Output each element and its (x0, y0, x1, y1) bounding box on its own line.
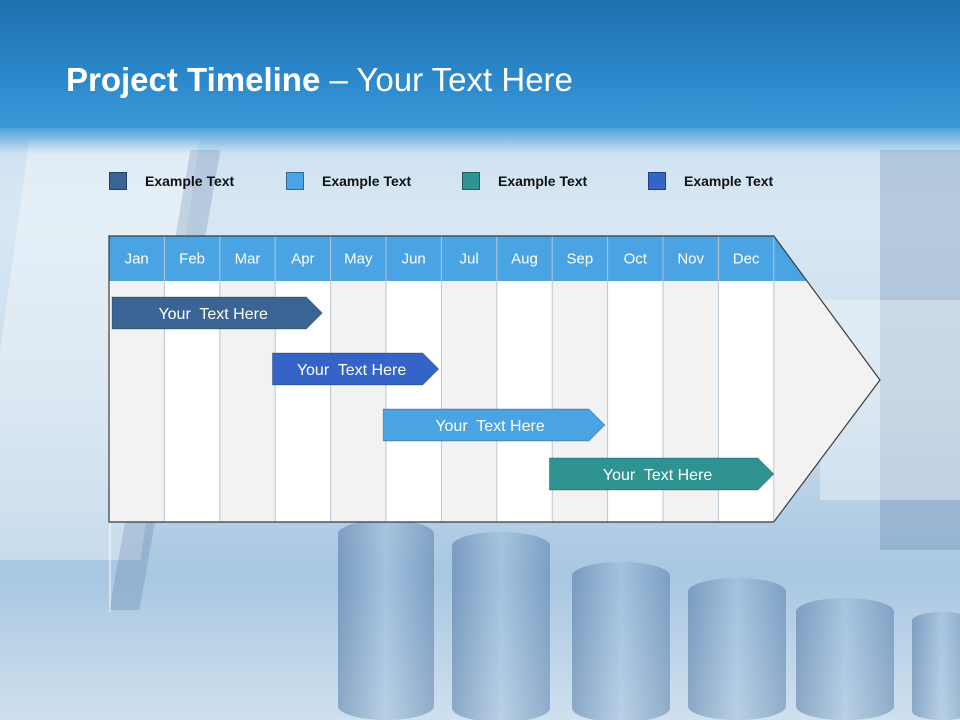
month-label: Jun (402, 251, 426, 268)
month-column (330, 281, 386, 522)
title-rest: – Your Text Here (320, 61, 573, 98)
legend-item-1: Example Text (109, 170, 234, 192)
legend-item-2: Example Text (286, 170, 411, 192)
month-label: Jul (460, 251, 479, 268)
task-bar-label: Your Text Here (297, 362, 407, 379)
month-label: Nov (677, 251, 704, 268)
month-label: Apr (291, 251, 314, 268)
title-bold: Project Timeline (66, 61, 321, 98)
legend-swatch-2 (286, 172, 304, 190)
legend-label-2: Example Text (322, 173, 412, 189)
legend-label-4: Example Text (684, 173, 774, 189)
header-fade (0, 128, 960, 154)
task-bar (548, 457, 775, 491)
task-bar-label: Your Text Here (603, 467, 713, 484)
month-label: Oct (624, 251, 648, 268)
task-bar-label: Your Text Here (435, 418, 545, 435)
task-bar (271, 352, 440, 386)
page-title: Project Timeline – Your Text Here (66, 60, 573, 100)
month-label: Mar (235, 251, 261, 268)
task-bar (382, 408, 606, 442)
task-bar-label: Your Text Here (158, 306, 268, 323)
legend-swatch-4 (648, 172, 666, 190)
month-label: Feb (179, 251, 205, 268)
legend-item-3: Example Text (462, 170, 587, 192)
header-banner (0, 0, 960, 128)
month-label: May (344, 251, 373, 268)
month-label: Sep (567, 251, 594, 268)
legend-swatch-3 (462, 172, 480, 190)
month-column (496, 281, 553, 522)
legend-item-4: Example Text (648, 170, 773, 192)
task-bar (111, 296, 323, 330)
timeline-arrow-head (773, 236, 880, 522)
month-label: Jan (125, 251, 149, 268)
month-label: Dec (733, 251, 760, 268)
timeline-outline (108, 235, 881, 523)
month-label: Aug (511, 251, 538, 268)
legend-label-3: Example Text (498, 173, 588, 189)
month-column (441, 281, 497, 522)
legend-swatch-1 (109, 172, 127, 190)
month-column (386, 281, 442, 522)
timeline-reflection (109, 522, 111, 612)
legend-label-1: Example Text (145, 173, 235, 189)
